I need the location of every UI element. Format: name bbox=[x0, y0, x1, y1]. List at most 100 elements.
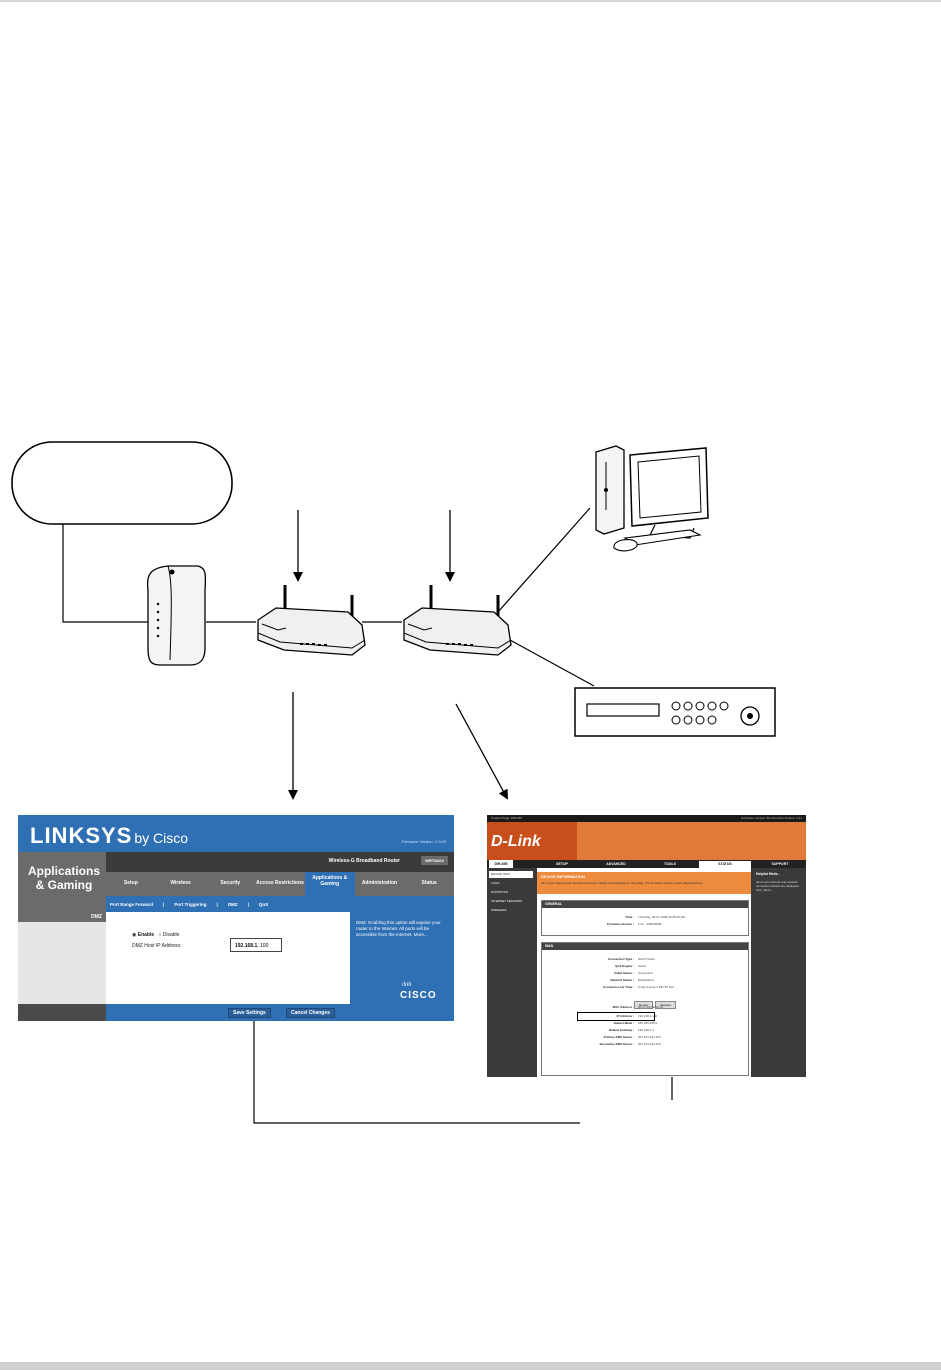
radio-enable-icon[interactable]: ◉ bbox=[132, 932, 137, 938]
subtab-port-triggering[interactable]: Port Triggering bbox=[174, 902, 207, 907]
nav-device-info[interactable]: DEVICE INFO bbox=[489, 871, 533, 878]
tab-support[interactable]: SUPPORT bbox=[771, 862, 789, 866]
router-2-icon bbox=[403, 585, 512, 656]
tab-applications-gaming[interactable]: Applications & Gaming bbox=[304, 872, 355, 896]
wan-row: Connection Up Time :0 Day 0 Hour 4 Min 5… bbox=[603, 985, 675, 989]
general-box: GENERAL Time :Thursday, 08-07-2008 10:28… bbox=[541, 900, 749, 936]
nav-logs[interactable]: LOGS bbox=[489, 880, 533, 887]
device-info-text: All of your Internet and network connect… bbox=[541, 881, 704, 885]
general-row: Time :Thursday, 08-07-2008 10:28:18 AM bbox=[625, 915, 685, 919]
general-row: Firmware Version :1.21 , 2008/05/08 bbox=[607, 922, 662, 926]
helpful-hints-title: Helpful Hints.. bbox=[756, 872, 780, 876]
linksys-model-number: WRT54G2 bbox=[421, 856, 448, 865]
linksys-subtabs: Port Range Forward | Port Triggering | D… bbox=[106, 896, 454, 912]
nav-internet-sessions[interactable]: INTERNET SESSIONS bbox=[489, 898, 533, 905]
internet-callout-box bbox=[11, 441, 233, 525]
router-dvr-link bbox=[509, 639, 595, 687]
linksys-main-panel: ◉ Enable ○ Disable DMZ Host IP Address: … bbox=[106, 912, 350, 1004]
wan-header: WAN bbox=[542, 943, 748, 950]
computer-icon bbox=[595, 445, 709, 552]
tab-access-restrictions[interactable]: Access Restrictions bbox=[256, 880, 304, 886]
nav-wireless[interactable]: WIRELESS bbox=[489, 907, 533, 914]
tab-wireless[interactable]: Wireless bbox=[170, 880, 191, 886]
wan-row: QoS Engine :Active bbox=[615, 964, 647, 968]
dlink-left-nav: DEVICE INFO LOGS STATISTICS INTERNET SES… bbox=[487, 868, 535, 1077]
general-header: GENERAL bbox=[542, 901, 748, 908]
release-button[interactable]: Release bbox=[655, 1001, 677, 1009]
wan-box: WAN Connection Type :DHCP Client QoS Eng… bbox=[541, 942, 749, 1076]
tab-administration[interactable]: Administration bbox=[361, 880, 398, 886]
subtab-qos[interactable]: QoS bbox=[258, 902, 269, 907]
linksys-button-bar: Save Settings Cancel Changes bbox=[106, 1004, 350, 1021]
cisco-bars-icon: ılıılı bbox=[402, 982, 412, 988]
linksys-help-panel: DMZ: Enabling this option will expose yo… bbox=[350, 912, 454, 1021]
radio-enable-label: Enable bbox=[137, 932, 155, 938]
tab-status[interactable]: STATUS bbox=[699, 861, 751, 868]
dlink-hints-panel: Helpful Hints.. All of your Internet and… bbox=[753, 868, 806, 1077]
dlink-screenshot-arrow bbox=[455, 703, 508, 800]
renew-button[interactable]: Renew bbox=[634, 1001, 654, 1009]
tab-setup[interactable]: SETUP bbox=[556, 862, 568, 866]
wan-row: Secondary DNS Server :207.164.234.129 bbox=[599, 1042, 661, 1046]
dlink-banner: D-Link bbox=[487, 822, 806, 860]
cancel-changes-button[interactable]: Cancel Changes bbox=[286, 1008, 335, 1018]
helpful-hints-text: All of your Internet and network connect… bbox=[756, 880, 799, 892]
linksys-section-title: Applications & Gaming bbox=[27, 864, 100, 892]
linksys-left-panel: DMZ bbox=[18, 912, 106, 1021]
bottom-band bbox=[0, 1362, 941, 1370]
modem-icon bbox=[146, 565, 207, 666]
dmz-host-ip-field[interactable]: 192.168.1. 100 bbox=[230, 938, 282, 952]
save-settings-button[interactable]: Save Settings bbox=[228, 1008, 271, 1018]
wan-row: Cable Status :Connected bbox=[613, 971, 653, 975]
dlink-model-tab: DIR-655 bbox=[489, 860, 513, 868]
dlink-banner-gradient bbox=[577, 822, 806, 860]
dmz-host-label: DMZ Host IP Address: bbox=[132, 943, 182, 949]
tab-status[interactable]: Status bbox=[421, 880, 437, 886]
tab-tools[interactable]: TOOLS bbox=[664, 862, 676, 866]
dmz-ip-prefix: 192.168.1. bbox=[235, 943, 259, 949]
tab-advanced[interactable]: ADVANCED bbox=[606, 862, 626, 866]
dlink-main: DEVICE INFORMATION All of your Internet … bbox=[537, 868, 751, 1077]
wan-row: MAC Address :00:1C:F0:5E:00:40 bbox=[612, 1005, 664, 1009]
linksys-firmware: Firmware Version: 1.0.00 bbox=[401, 839, 446, 844]
dlink-product-page: Product Page: DIR-655 bbox=[491, 816, 523, 820]
subtab-separator: | bbox=[163, 902, 165, 907]
router-1-icon bbox=[257, 585, 366, 656]
dlink-topbar: Product Page: DIR-655 Hardware Version: … bbox=[487, 815, 806, 822]
wan-row: Primary DNS Server :207.164.234.193 bbox=[603, 1035, 661, 1039]
nav-statistics[interactable]: STATISTICS bbox=[489, 889, 533, 896]
subtab-separator: | bbox=[216, 902, 218, 907]
device-info-title: DEVICE INFORMATION bbox=[541, 874, 585, 879]
wan-row-ip-address: IP Address :192.168.1.100 bbox=[616, 1014, 658, 1018]
linksys-left-footer bbox=[18, 1004, 106, 1021]
device-info-panel: DEVICE INFORMATION All of your Internet … bbox=[537, 872, 751, 894]
dlink-logo: D-Link bbox=[491, 833, 541, 850]
wan-row: Subnet Mask :255.255.255.0 bbox=[613, 1021, 658, 1025]
radio-disable-icon[interactable]: ○ bbox=[158, 932, 162, 938]
dmz-radio-group: ◉ Enable ○ Disable bbox=[132, 932, 179, 938]
wan-row: Connection Type :DHCP Client bbox=[608, 957, 655, 961]
dmz-ip-last-octet[interactable]: 100 bbox=[260, 943, 269, 949]
ip-address-highlight-box bbox=[577, 1012, 655, 1021]
subtab-port-range-forward[interactable]: Port Range Forward bbox=[110, 902, 154, 907]
tab-setup[interactable]: Setup bbox=[123, 880, 138, 886]
linksys-help-text: DMZ: Enabling this option will expose yo… bbox=[356, 920, 441, 937]
linksys-product-name: Wireless-G Broadband Router bbox=[328, 858, 400, 864]
linksys-dmz-label: DMZ bbox=[18, 912, 106, 922]
modem-connector-line bbox=[62, 524, 150, 623]
tab-security[interactable]: Security bbox=[220, 880, 241, 886]
linksys-product-bar: Wireless-G Broadband Router WRT54G2 bbox=[106, 852, 454, 872]
linksys-nav: Applications & Gaming Wireless-G Broadba… bbox=[18, 852, 454, 912]
cisco-logo: CISCO bbox=[400, 990, 437, 1001]
dlink-tabs: DIR-655 SETUP ADVANCED TOOLS STATUS SUPP… bbox=[487, 860, 806, 868]
dlink-versions: Hardware Version: B1 Firmware Version: 1… bbox=[741, 816, 802, 820]
wan-row: Default Gateway :192.168.1.1 bbox=[608, 1028, 654, 1032]
dvr-icon bbox=[574, 687, 776, 737]
dlink-screenshot: Product Page: DIR-655 Hardware Version: … bbox=[487, 815, 806, 1077]
subtab-dmz[interactable]: DMZ bbox=[227, 902, 238, 907]
